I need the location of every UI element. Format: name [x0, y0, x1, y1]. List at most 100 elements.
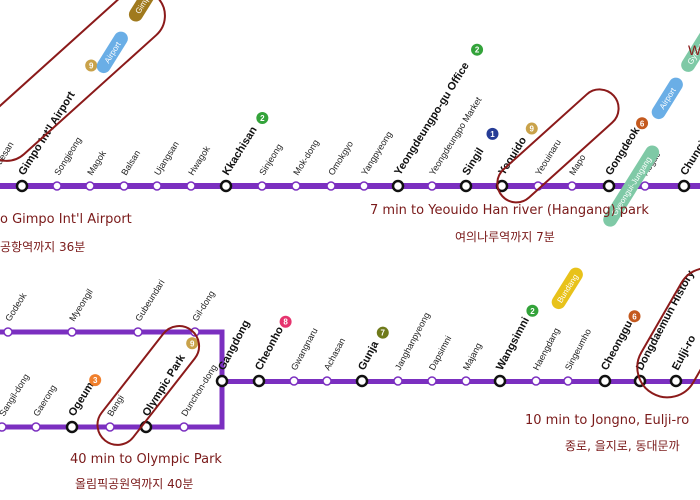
caption-yeouido-en: 7 min to Yeouido Han river (Hangang) par…: [370, 203, 649, 218]
station-mok-dong[interactable]: Mok-dong: [291, 138, 321, 191]
station-gwangnaru[interactable]: Gwangnaru: [289, 326, 320, 386]
station-dot[interactable]: [326, 181, 336, 191]
caption-yeouido-ko: 여의나루역까지 7분: [455, 230, 555, 244]
station-yeouinaru[interactable]: Yeouinaru: [533, 138, 563, 191]
station-dot[interactable]: [427, 181, 437, 191]
station-dot[interactable]: [252, 374, 266, 388]
station-dot[interactable]: [602, 179, 616, 193]
station-dot[interactable]: [531, 376, 541, 386]
station-singeumho[interactable]: Singeumho: [563, 327, 593, 386]
station-dot[interactable]: [359, 181, 369, 191]
station-dot[interactable]: [15, 179, 29, 193]
badge-number: 2: [530, 307, 535, 316]
station-label: Cheonggu: [599, 319, 635, 373]
station-chungjeongno[interactable]: Chungjeongno: [677, 105, 700, 193]
station-dot[interactable]: [563, 376, 573, 386]
station-dot[interactable]: [119, 181, 129, 191]
station-dot[interactable]: [52, 181, 62, 191]
tag-pill: [651, 77, 683, 120]
station-dot[interactable]: [257, 181, 267, 191]
station-dapsimni[interactable]: Dapsimni: [427, 334, 453, 386]
station-label: Dapsimni: [427, 334, 453, 372]
station-label: Majang: [461, 341, 484, 372]
line-tags: AirportGimpogoldAirportGyeonguiBundangGy…: [96, 0, 700, 310]
station-dot[interactable]: [322, 376, 332, 386]
station-gil-dong[interactable]: Gil-dong: [190, 289, 217, 337]
station-label: Chungjeongno: [678, 105, 700, 177]
highlight-eulji-ro: [636, 267, 700, 399]
station-dot[interactable]: [493, 374, 507, 388]
tag-pill: [551, 267, 583, 310]
station-dot[interactable]: [179, 422, 189, 432]
station-myeongil[interactable]: Myeongil: [67, 287, 95, 337]
station-dot[interactable]: [291, 181, 301, 191]
station-ujangsan[interactable]: Ujangsan: [152, 140, 181, 191]
highlight-gimpo: [0, 0, 166, 162]
station-dot[interactable]: [31, 422, 41, 432]
station-dot[interactable]: [391, 179, 405, 193]
station-dot[interactable]: [67, 327, 77, 337]
station-songjeong[interactable]: Songjeong: [52, 135, 84, 191]
station-dot[interactable]: [0, 422, 7, 432]
badge-number: 2: [260, 114, 265, 123]
station-dot[interactable]: [567, 181, 577, 191]
station-dot[interactable]: [215, 374, 229, 388]
top-line-track: [0, 183, 700, 189]
station-dot[interactable]: [105, 422, 115, 432]
station-dot[interactable]: [85, 181, 95, 191]
station-dot[interactable]: [65, 420, 79, 434]
station-dunchon-dong[interactable]: Dunchon-dong: [179, 363, 219, 432]
station-gaerong[interactable]: Gaerong: [31, 383, 58, 432]
station-dot[interactable]: [669, 374, 683, 388]
station-dot[interactable]: [219, 179, 233, 193]
badge-circle: [85, 59, 98, 72]
station-janghanpyeong[interactable]: Janghanpyeong: [393, 311, 432, 386]
station-dot[interactable]: [461, 376, 471, 386]
station-label: Gwangnaru: [289, 326, 320, 372]
station-dot[interactable]: [640, 181, 650, 191]
badge-number: 9: [190, 339, 195, 348]
station-dot[interactable]: [139, 420, 153, 434]
station-haengdang[interactable]: Haengdang: [531, 326, 562, 386]
badge-circle: [628, 310, 641, 323]
station-dot[interactable]: [289, 376, 299, 386]
badge-number: 9: [89, 61, 94, 70]
station-yangpyeong[interactable]: Yangpyeong: [359, 129, 394, 191]
station-majang[interactable]: Majang: [461, 341, 484, 386]
station-dongdaemun-history[interactable]: Dongdaemun History: [633, 268, 697, 388]
station-dot[interactable]: [152, 181, 162, 191]
station-dot[interactable]: [598, 374, 612, 388]
station-dot[interactable]: [393, 376, 403, 386]
station-label: Haengdang: [531, 326, 562, 372]
line-tag-airport: Airport: [96, 31, 128, 74]
station-dot[interactable]: [459, 179, 473, 193]
station-gubeundari[interactable]: Gubeundari: [133, 278, 167, 337]
station-sangil-dong[interactable]: Sangil-dong: [0, 372, 31, 432]
station-dot[interactable]: [186, 181, 196, 191]
tag-pill: [603, 145, 660, 227]
station-godeok[interactable]: Godeok: [3, 291, 29, 337]
station-dot[interactable]: [133, 327, 143, 337]
station-achasan[interactable]: Achasan: [322, 336, 347, 386]
station-dot[interactable]: [190, 327, 200, 337]
station-label: Hwaesan: [0, 140, 16, 177]
station-sinjeong[interactable]: Sinjeong: [257, 142, 284, 191]
badge-circle: [471, 43, 484, 56]
station-dot[interactable]: [355, 374, 369, 388]
station-dot[interactable]: [427, 376, 437, 386]
station-dot[interactable]: [677, 179, 691, 193]
station-dot[interactable]: [3, 327, 13, 337]
station-omokgyo[interactable]: Omokgyo: [326, 139, 355, 191]
station-hwaesan[interactable]: Hwaesan: [0, 140, 16, 190]
station-eulji-ro[interactable]: Eulji-ro: [669, 333, 699, 388]
badge-circle: [89, 374, 102, 387]
